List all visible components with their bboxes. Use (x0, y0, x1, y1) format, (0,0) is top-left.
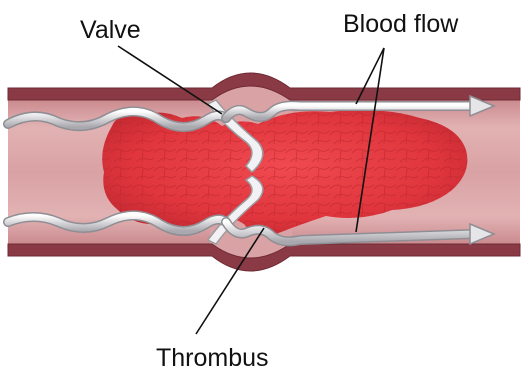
thrombus-label: Thrombus (156, 346, 269, 371)
valve-label: Valve (80, 18, 141, 43)
blood-flow-label: Blood flow (343, 12, 458, 37)
